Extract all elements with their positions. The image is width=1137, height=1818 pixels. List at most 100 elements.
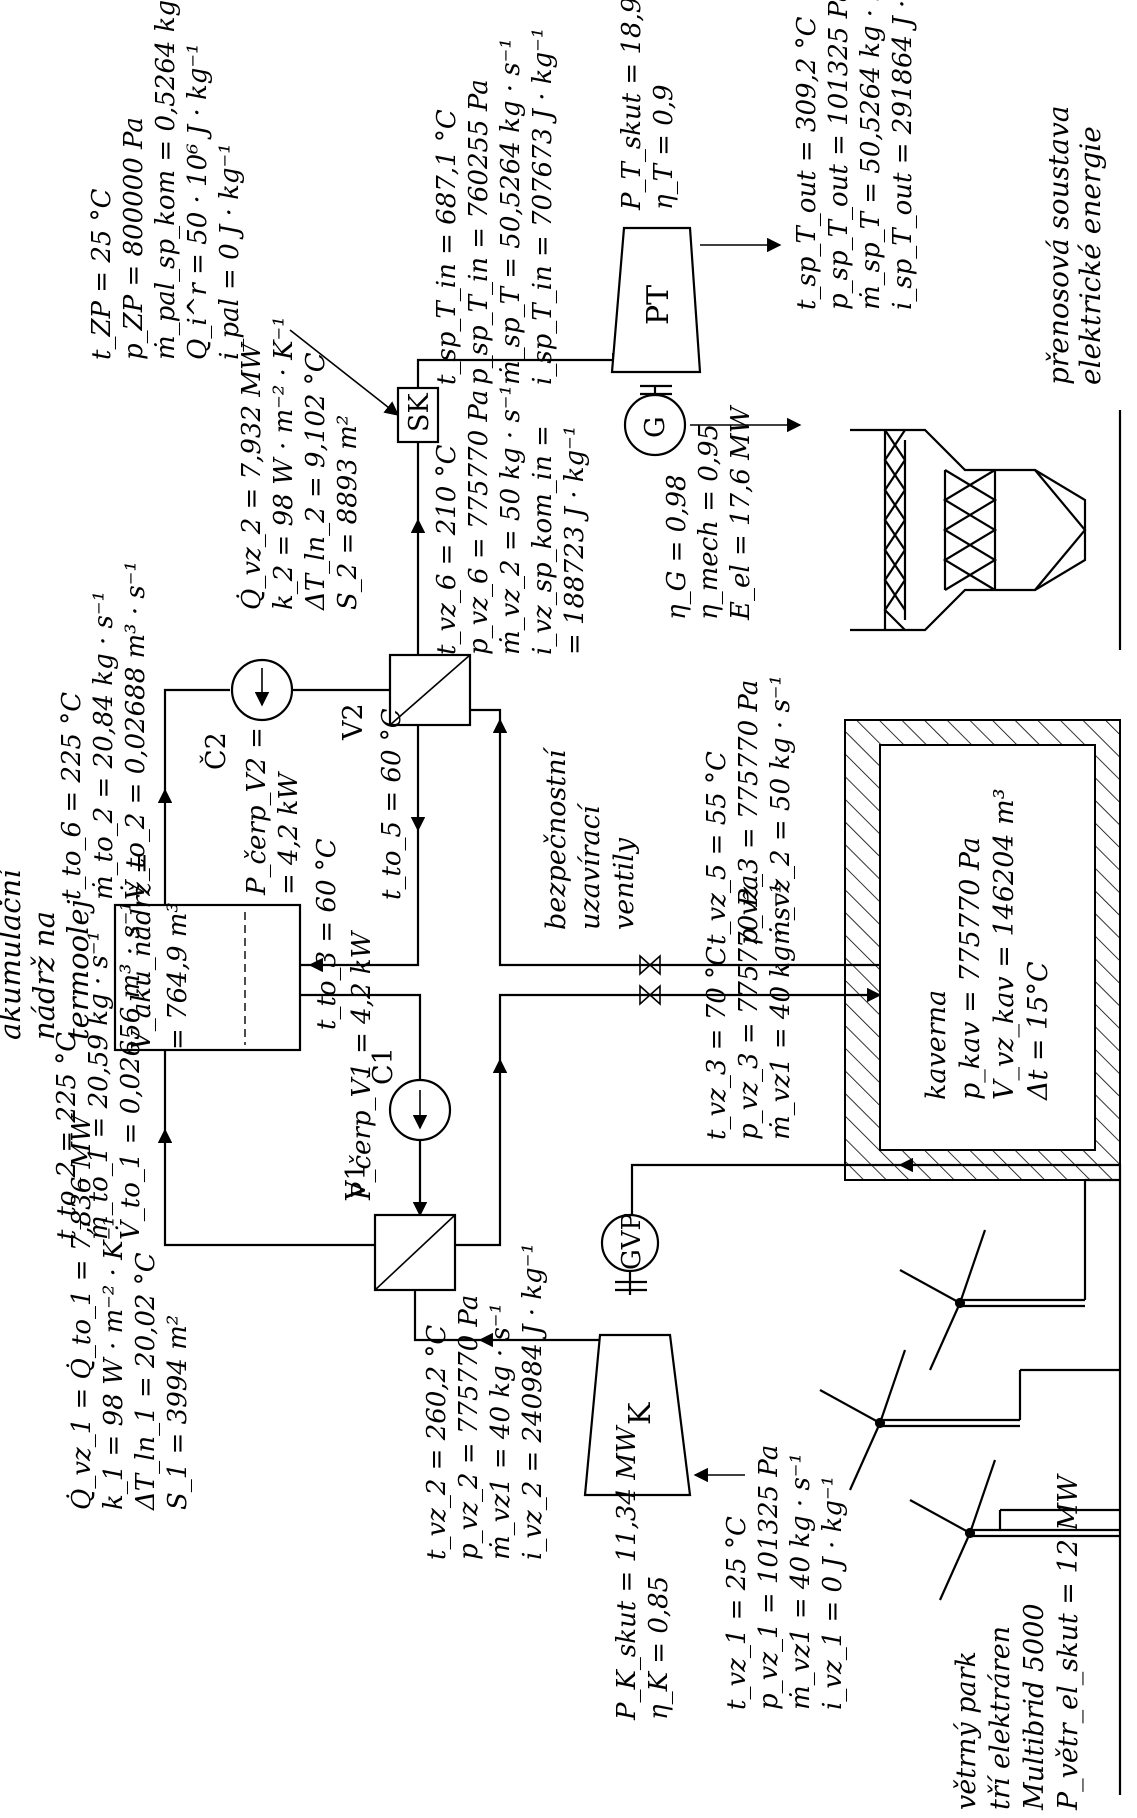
- label-compressor-line: η_K = 0,85: [644, 1576, 674, 1720]
- label-compressor-line: P_K_skut = 11,34 MW: [612, 1424, 642, 1721]
- label-fuel-input-line: ṁ_pal_sp_kom = 0,5264 kg_pal · s⁻¹: [151, 0, 181, 360]
- label-cavern-out-line: ṁ_vz_2 = 50 kg · s⁻¹: [766, 675, 796, 945]
- label-pump1-line: P_čerp_V1 = 4,2 kW: [347, 929, 377, 1201]
- label-valves-line: ventily: [609, 837, 640, 930]
- label-fuel-input-line: t_ZP = 25 °C: [87, 188, 117, 360]
- safety-valves: [639, 954, 661, 1006]
- label-grid-label-line: přenosová soustava: [1042, 106, 1075, 386]
- label-turbine-outlet-line: ṁ_sp_T = 50,5264 kg · s⁻¹: [856, 0, 886, 310]
- wind-turbine-icon: [819, 1229, 1120, 1601]
- label-cavern-out-line: p_vz_3 = 775770 Pa: [734, 680, 764, 945]
- label-oil-cold-2-line: t_to_5 = 60 °C: [377, 708, 407, 900]
- air-line-v1-cavern: [450, 993, 910, 1247]
- label-hx2-params-line: k_2 = 98 W · m⁻² · K⁻¹: [269, 316, 299, 610]
- label-wind-park-line: Multibrid 5000: [1019, 1603, 1050, 1811]
- label-turbine-outlet-line: i_sp_T_out = 291864 J · kg⁻¹: [888, 0, 918, 310]
- label-group-oil-cold-2: t_to_5 = 60 °C: [377, 708, 407, 900]
- label-pump2-line: P_čerp_V2 =: [242, 727, 272, 896]
- label-turbine-inlet-line: ṁ_sp_T = 50,5264 kg · s⁻¹: [496, 38, 526, 385]
- label-group-oil-cold-3: t_to_3 = 60 °C: [312, 838, 342, 1030]
- label-fuel-input-line: p_ZP = 800000 Pa: [119, 117, 149, 360]
- label-compressor-in-line: t_vz_1 = 25 °C: [722, 1516, 752, 1710]
- label-turbine-line: η_T = 0,9: [649, 84, 679, 210]
- v1-label: V1: [341, 1163, 372, 1201]
- gvp-label: GVP: [617, 1213, 647, 1270]
- fuel-line: [289, 329, 400, 416]
- label-generator-line: E_el = 17,6 MW: [726, 404, 756, 621]
- sk-label: SK: [404, 393, 435, 432]
- label-combustor-inlet-line: p_vz_6 = 775770 Pa: [464, 390, 494, 655]
- gas-line-sk-pt: [416, 358, 640, 390]
- turbine-shape: [610, 226, 702, 374]
- label-turbine-inlet-line: t_sp_T_in = 687,1 °C: [432, 109, 462, 385]
- label-oil-hot-2-line: V̇_to_2 = 0,02688 m³ · s⁻¹: [120, 561, 151, 900]
- label-cavern-line: p_kav = 775770 Pa: [955, 837, 986, 1100]
- label-hx2-params-line: Q̇_vz_2 = 7,932 MW: [236, 341, 267, 610]
- label-oil-hot-2-line: ṁ_to_2 = 20,84 kg · s⁻¹: [89, 591, 119, 900]
- motor-gvp: [600, 1213, 660, 1273]
- label-hx2-params-line: ΔT_ln_2 = 9,102 °C: [301, 352, 331, 611]
- label-turbine-inlet-line: p_sp_T_in = 760255 Pa: [464, 79, 494, 385]
- label-turbine-outlet-line: p_sp_T_out = 101325 Pa: [824, 0, 854, 310]
- label-hx1-params-line: ΔT_ln_1 = 20,02 °C: [131, 1252, 161, 1511]
- label-group-pump1: P_čerp_V1 = 4,2 kW: [347, 929, 377, 1201]
- label-compressor-in-line: i_vz_1 = 0 J · kg⁻¹: [818, 1476, 848, 1710]
- label-group-pump2: P_čerp_V2 == 4,2 kW: [242, 727, 304, 896]
- label-oil-hot-1-line: V̇_to_1 = 0,02656 m³ · s⁻¹: [115, 901, 146, 1240]
- label-cavern-line: Δt = 15°C: [1023, 961, 1054, 1101]
- label-tank-title-line: akumulační: [0, 866, 27, 1040]
- v2-label: V2: [338, 703, 369, 741]
- label-valves-line: uzavírací: [575, 802, 606, 930]
- label-compressor-in-line: ṁ_vz1 = 40 kg · s⁻¹: [786, 1453, 816, 1710]
- k-label: K: [623, 1402, 658, 1425]
- label-combustor-inlet-line: t_vz_6 = 210 °C: [432, 444, 462, 655]
- label-compressor-out-line: p_vz_2 = 775770 Pa: [454, 1295, 484, 1560]
- label-generator-line: η_mech = 0,95: [694, 424, 724, 620]
- label-oil-hot-2-line: t_to_6 = 225 °C: [57, 692, 87, 900]
- label-combustor-inlet-line: ṁ_vz_2 = 50 kg · s⁻¹: [496, 385, 526, 655]
- label-hx1-params-line: Q̇_vz_1 = Q̇_to_1 = 7,836 MW: [66, 1113, 97, 1510]
- label-cavern-line: kaverna: [921, 990, 952, 1100]
- label-turbine-line: P_T_skut = 18,9 MW: [617, 0, 647, 211]
- label-compressor-out-line: t_vz_2 = 260,2 °C: [422, 1325, 452, 1560]
- g-label: G: [640, 416, 671, 438]
- oil-line-to-v2: [163, 688, 230, 920]
- label-generator-line: η_G = 0,98: [662, 474, 692, 620]
- generator-g: [623, 393, 687, 457]
- label-cavern-out-line: t_vz_5 = 55 °C: [702, 751, 732, 945]
- label-tank-title-line: termoolej: [61, 899, 95, 1040]
- label-pump2-line: = 4,2 kW: [274, 771, 304, 895]
- cavern: [844, 719, 1121, 1181]
- combustion-chamber: [396, 386, 440, 444]
- pt-label: PT: [641, 285, 676, 325]
- label-combustor-inlet-line: i_vz_sp_kom_in =: [528, 425, 558, 655]
- pump1-label: Č1: [365, 1047, 399, 1085]
- label-oil-hot-1-line: t_to_2 = 225 °C: [52, 1032, 82, 1240]
- label-grid-label-line: elektrické energie: [1074, 126, 1107, 385]
- label-fuel-input-line: Q_i^r = 50 · 10⁶ J · kg⁻¹: [183, 43, 213, 360]
- label-tank-title-line: nádrž na: [27, 911, 61, 1040]
- label-compressor-out-line: i_vz_2 = 240984 J · kg⁻¹: [518, 1243, 548, 1560]
- label-hx1-params-line: S_1 = 3994 m²: [163, 1315, 193, 1510]
- label-wind-park-line: větrný park: [951, 1651, 982, 1810]
- label-cavern-in-line: p_vz_3 = 775770 Pa: [734, 875, 764, 1140]
- label-valves-line: bezpečnostní: [541, 746, 572, 930]
- label-fuel-input-line: i_pal = 0 J · kg⁻¹: [215, 143, 245, 360]
- air-line-cavern-v2: [470, 708, 910, 967]
